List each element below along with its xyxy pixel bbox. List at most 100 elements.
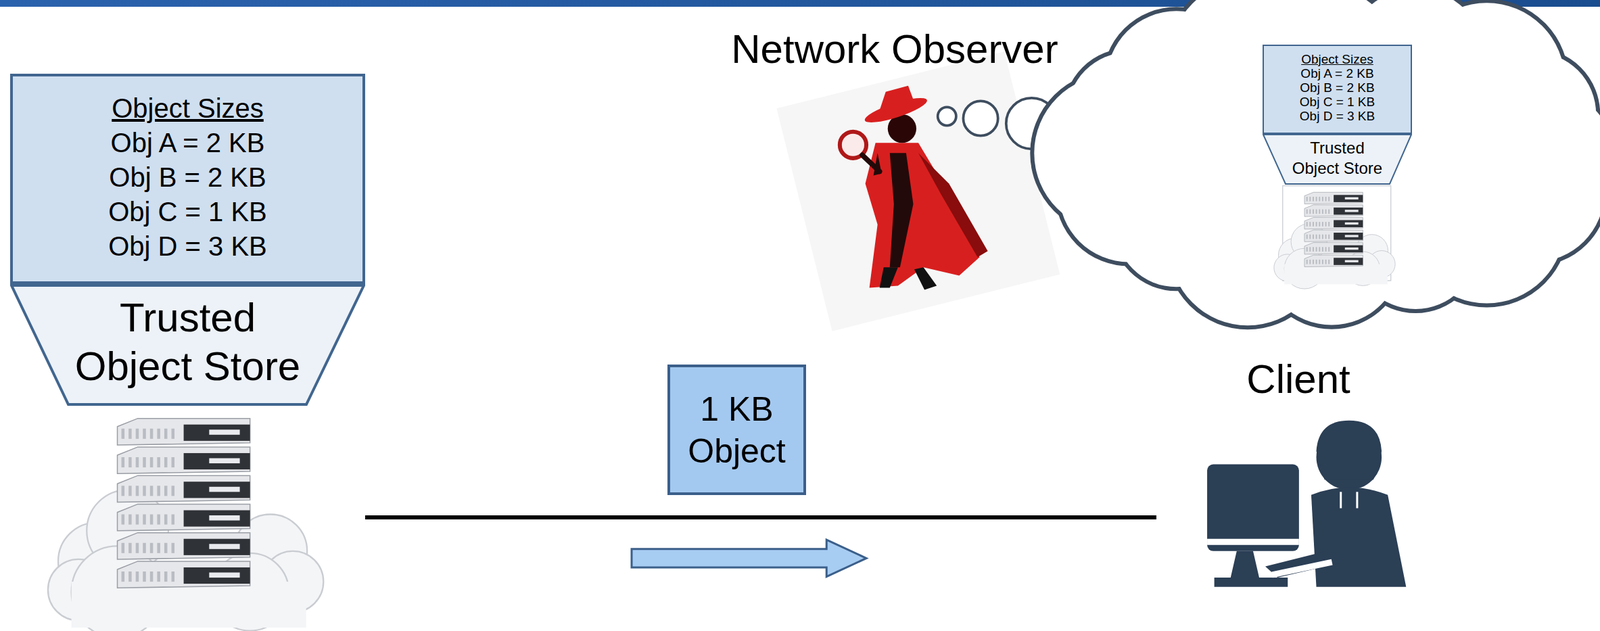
client-illustration-part [1311,487,1406,587]
thought-cloud [1032,0,1600,327]
server-illustration-part [117,561,251,588]
thought-bubble [937,106,957,126]
server-illustration-part [156,514,161,525]
server-illustration-part [117,475,251,502]
mini-server-illustration-part [1304,217,1363,229]
node-text-group: Trusted Object Store [10,293,366,391]
mini-server-illustration-part [1328,196,1330,202]
mini-server-illustration-part [1318,209,1321,215]
server-illustration-part [142,571,147,582]
client-illustration-part [1316,420,1383,481]
server-illustration-part [208,572,240,579]
mini-server-illustration-part [1325,196,1327,202]
client-illustration-part [1339,491,1342,508]
server-illustration-part [121,485,126,496]
mini-server-illustration-part [1345,260,1359,263]
node-text: Trusted Object Store [1286,137,1389,179]
server-illustration-part [117,532,251,560]
table-heading: Object Sizes [1301,52,1374,67]
server-illustration-part [164,485,168,496]
mini-server-illustration-part [1304,242,1363,255]
server-illustration-part [150,571,154,582]
mini-server-illustration-part [1328,209,1330,215]
mini-server-illustration-part [1322,209,1324,215]
actor-label: Network Observer [731,25,1058,73]
server-illustration-part [150,514,154,525]
server-illustration-part [128,514,132,525]
mini-server-illustration-part [1309,221,1311,227]
direction-arrow [631,539,867,577]
client-illustration-part [1355,491,1358,508]
mini-server-illustration-part [1322,196,1324,202]
mini-server-illustration-part [1325,259,1327,265]
server-illustration-part [142,485,147,496]
node-text: Obj C = 1 KB [1299,94,1375,109]
server-illustration-part [71,581,307,628]
node-text: Obj C = 1 KB [108,194,268,230]
server-illustration-part [171,543,176,554]
mini-server-illustration-part [1333,257,1363,266]
server-illustration-part [135,428,140,439]
client-illustration [1207,420,1406,587]
spy-illustration-part [879,267,938,290]
mini-server-illustration-part [1345,234,1359,237]
server-illustration-part [171,457,176,468]
mini-server-illustration-part [1322,234,1324,240]
server-illustration-part [164,457,168,468]
server-illustration-part [183,567,251,584]
node-text: Obj D = 3 KB [1299,108,1375,124]
mini-server-illustration-part [1315,221,1318,227]
node-text: Obj B = 2 KB [108,160,266,195]
server-illustration-part [121,457,126,468]
mini-server-illustration-part [1333,194,1363,203]
mini-server-illustration-part [1306,246,1308,252]
server-illustration-part [117,446,251,474]
node-text-group: 1 KB Object [670,388,804,473]
transfer-object-box: 1 KB Object [667,364,807,496]
server-illustration-part [128,457,132,468]
node-text-group: Object SizesObj A = 2 KBObj B = 2 KBObj … [1263,52,1411,124]
server-illustration-part [183,481,251,498]
server-illustration-part [156,485,161,496]
mini-server-illustration-part [1306,259,1308,265]
mini-server-illustration-part [1328,221,1330,227]
server-illustration-part [156,571,161,582]
mini-server-illustration-part [1304,192,1363,204]
server-illustration-part [150,428,154,439]
server-illustration-part [128,571,132,582]
server-illustration-part [208,486,240,493]
mini-server-illustration-part [1322,259,1324,265]
server-illustration-part [183,509,251,527]
mini-server-illustration-part [1318,234,1321,240]
mini-server-illustration-part [1345,197,1359,200]
mini-server-illustration-part [1318,259,1321,265]
thought-cloud-part [1102,40,1562,266]
server-illustration-part [142,543,147,554]
spy-illustration-part [889,152,914,268]
server-illustration-part [156,428,161,439]
server-illustration-part [171,428,176,439]
node-text: 1 KB Object [672,388,802,473]
server-illustration-part [121,428,126,439]
mini-server-illustration-part [1328,234,1330,240]
mini-server-illustration-part [1325,234,1327,240]
node-text: Obj B = 2 KB [1299,80,1375,95]
server-illustration-part [121,571,126,582]
server-illustration-part [135,457,140,468]
object-size-table: Object SizesObj A = 2 KBObj B = 2 KBObj … [10,73,366,285]
server-illustration [48,418,324,631]
mini-server-illustration-part [1345,222,1359,225]
server-illustration-part [171,485,176,496]
server-illustration-part [183,538,251,556]
mini-server-illustration-part [1312,246,1314,252]
mini-server-illustration-part [1309,209,1311,215]
mini-server-illustration-part [1312,209,1314,215]
mini-server-illustration-part [1312,196,1314,202]
network-link [365,515,1157,520]
node-text: Obj A = 2 KB [110,125,266,161]
server-illustration-part [150,543,154,554]
mini-server-illustration-part [1304,229,1363,242]
server-illustration-part [150,485,154,496]
mini-server-illustration-part [1304,254,1363,267]
